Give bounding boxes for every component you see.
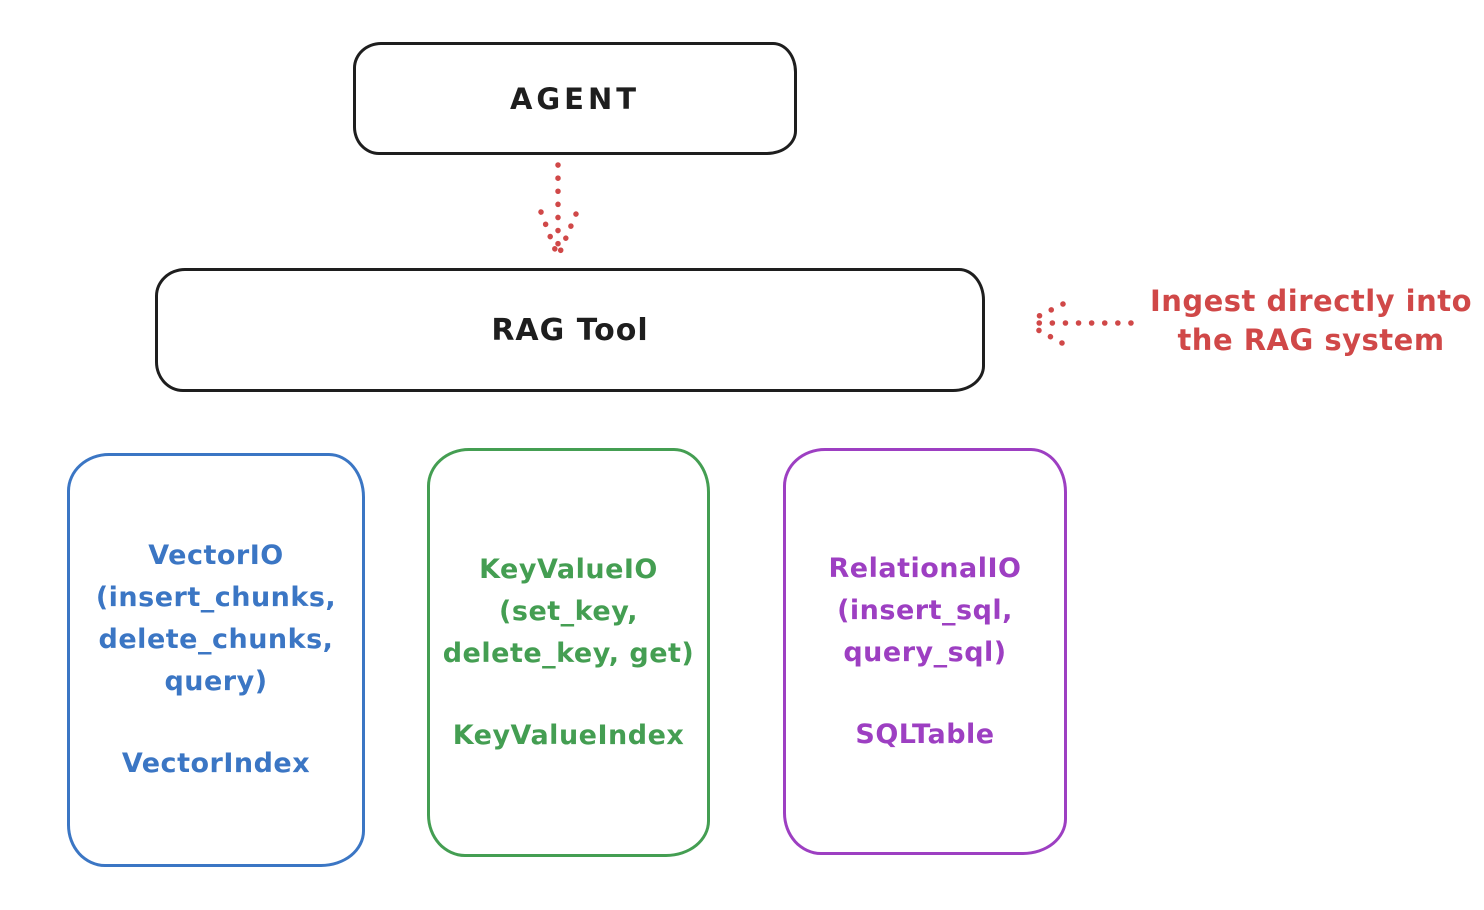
sql-table-label: SQLTable	[855, 718, 995, 750]
vector-io-methods-line-1: (insert_chunks,	[95, 582, 337, 613]
dotted-arrow-down-icon	[538, 162, 579, 259]
ingest-annotation-line-2: the RAG system	[1177, 323, 1445, 357]
node-key-value-io: KeyValueIO (set_key, delete_key, get) Ke…	[427, 448, 710, 857]
node-rag-tool: RAG Tool	[155, 268, 985, 392]
arrow-head-right-wing	[557, 211, 579, 255]
arrow-head-bottom-wing	[1026, 322, 1065, 346]
rag-tool-label: RAG Tool	[491, 312, 649, 348]
node-vector-io: VectorIO (insert_chunks, delete_chunks, …	[67, 453, 365, 867]
key-value-io-methods-line-2: delete_key, get)	[442, 637, 695, 669]
vector-index-label: VectorIndex	[121, 748, 311, 779]
node-relational-io: RelationalIO (insert_sql, query_sql) SQL…	[783, 448, 1067, 855]
vector-io-methods-line-3: query)	[164, 666, 268, 697]
key-value-index-label: KeyValueIndex	[452, 719, 685, 751]
node-agent: AGENT	[353, 42, 797, 155]
relational-io-methods-line-2: query_sql)	[843, 636, 1007, 668]
ingest-annotation: Ingest directly into the RAG system	[1138, 282, 1484, 360]
arrow-head-left-wing	[538, 209, 559, 255]
agent-label: AGENT	[509, 81, 641, 116]
vector-io-title: VectorIO	[148, 540, 284, 571]
ingest-annotation-line-1: Ingest directly into	[1149, 284, 1473, 318]
arrow-head-top-wing	[1026, 301, 1066, 324]
dotted-arrow-left-icon	[1025, 301, 1134, 346]
key-value-io-title: KeyValueIO	[479, 553, 658, 585]
key-value-io-methods-line-1: (set_key,	[499, 595, 638, 627]
relational-io-title: RelationalIO	[828, 552, 1022, 584]
vector-io-methods-line-2: delete_chunks,	[98, 624, 334, 655]
relational-io-methods-line-1: (insert_sql,	[837, 594, 1013, 626]
